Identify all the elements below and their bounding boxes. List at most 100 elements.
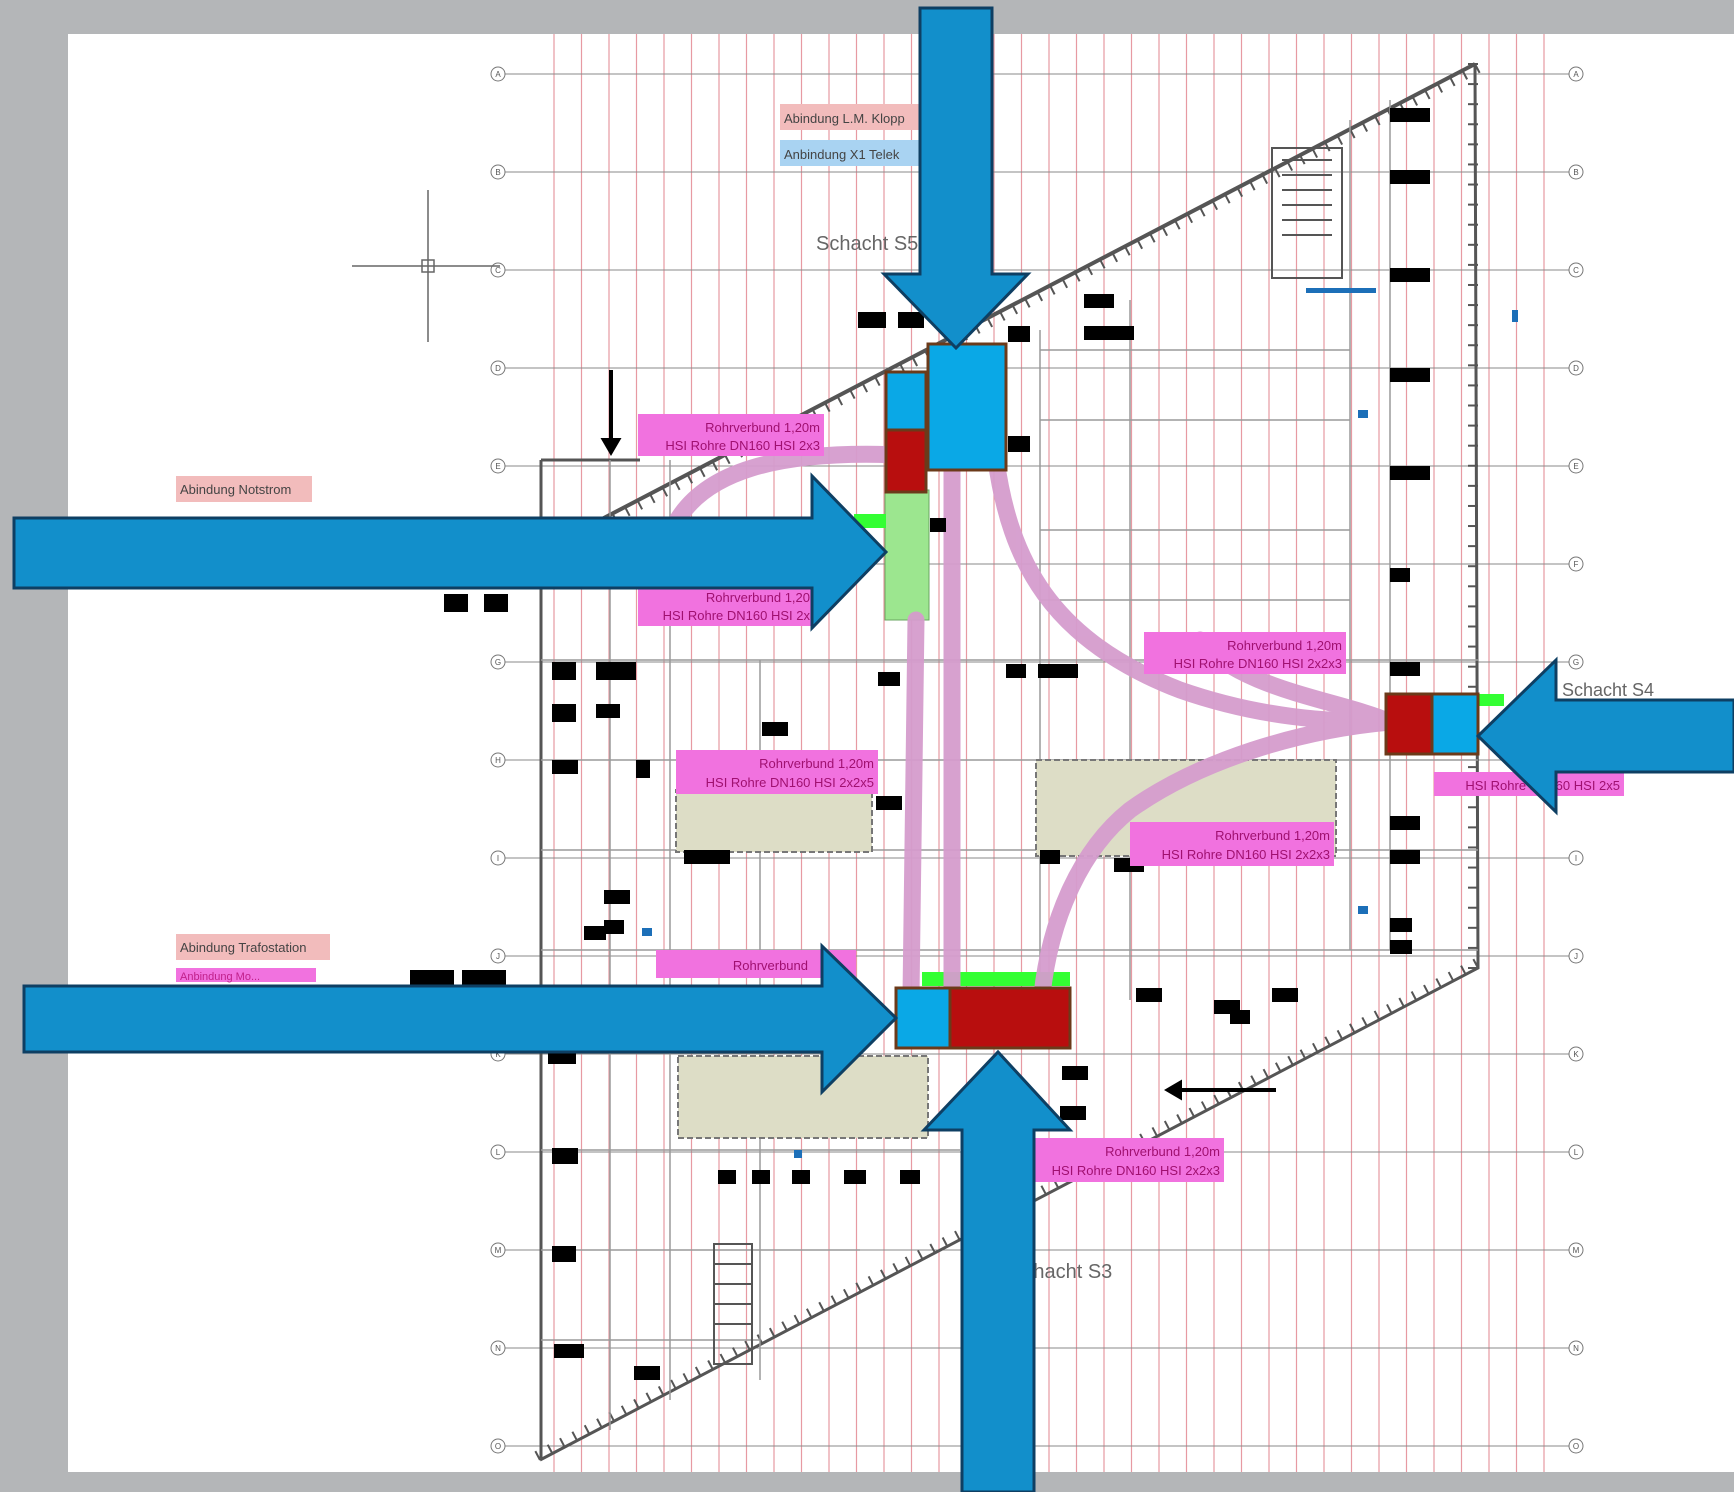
hatch-tick	[1211, 200, 1219, 211]
hatch-tick	[583, 1424, 591, 1435]
hatch-tick	[1186, 213, 1194, 224]
axis-label-right: J	[1574, 952, 1578, 961]
hatch-tick	[1349, 1023, 1356, 1034]
hatch-tick	[559, 1437, 566, 1448]
hatch-tick	[874, 376, 881, 387]
hatch-tick	[805, 1308, 813, 1319]
hatch-tick	[1398, 997, 1405, 1008]
hatch-tick	[1423, 984, 1430, 995]
stair-top	[1271, 147, 1343, 279]
shaft-label-s4: Schacht S4	[1562, 680, 1654, 700]
hatch-tick	[1436, 83, 1444, 93]
equipment-block	[1272, 988, 1298, 1002]
axis-bubble-right	[1568, 1144, 1584, 1160]
hatch-tick	[620, 1405, 628, 1416]
axis-label-left: C	[495, 266, 501, 275]
hatch-tick	[1036, 291, 1044, 302]
equipment-block	[1390, 662, 1420, 676]
hatch-tick	[707, 1360, 714, 1370]
equipment-block	[596, 662, 636, 680]
hatch-tick	[1213, 1094, 1220, 1105]
hatch-tick	[1176, 1114, 1183, 1124]
equipment-block	[858, 312, 886, 328]
equipment-block	[410, 970, 454, 986]
equipment-block	[554, 1344, 584, 1358]
axis-label-right: D	[1573, 364, 1579, 373]
equipment-block	[762, 722, 788, 736]
hatch-tick	[781, 1321, 788, 1331]
hatch-tick	[1086, 265, 1094, 276]
equipment-block	[1006, 664, 1026, 678]
hatch-tick	[1447, 971, 1455, 982]
equipment-block	[898, 312, 924, 328]
equipment-block	[1390, 466, 1430, 480]
axis-bubble-right	[1568, 1242, 1584, 1258]
axis-label-right: F	[1574, 560, 1579, 569]
hatch-tick	[546, 1444, 554, 1454]
equipment-block	[604, 890, 630, 904]
axis-label-right: E	[1573, 462, 1578, 471]
cad-crosshair	[352, 190, 500, 342]
hatch-tick	[1188, 1107, 1196, 1118]
pipe-label-4b: HSI Rohre DN160 HSI 2x2x5	[706, 775, 874, 790]
hatch-tick	[929, 1243, 936, 1254]
hatch-tick	[711, 460, 719, 471]
axis-label-left: K	[495, 1050, 501, 1059]
hatch-tick	[670, 1379, 677, 1390]
axis-bubble-left	[490, 164, 506, 180]
axis-bubble-left	[490, 1340, 506, 1356]
axis-label-left: H	[495, 756, 501, 765]
hatch-tick	[1262, 1068, 1270, 1079]
hatch-tick	[1161, 226, 1169, 237]
equipment-block	[552, 1148, 578, 1164]
axis-bubble-right	[1568, 948, 1584, 964]
hatch-tick	[633, 1398, 640, 1409]
hatch-tick	[793, 1314, 801, 1325]
hatch-tick	[1460, 965, 1467, 975]
legend-notstrom: Abindung Notstrom	[180, 482, 291, 497]
equipment-block	[552, 1246, 576, 1262]
equipment-block	[552, 760, 578, 774]
axis-bubble-right	[1568, 360, 1584, 376]
hatch-tick	[1286, 161, 1294, 172]
axis-bubble-left	[490, 458, 506, 474]
hatch-tick	[1199, 206, 1206, 217]
axis-bubble-left	[490, 654, 506, 670]
equipment-block	[604, 920, 624, 934]
axis-label-right: B	[1573, 168, 1578, 177]
axis-bubble-left	[490, 850, 506, 866]
axis-bubble-right	[1568, 1438, 1584, 1454]
shaft-label-s5: Schacht S5	[816, 233, 918, 255]
axis-label-right: M	[1573, 1246, 1580, 1255]
hatch-tick	[636, 499, 644, 510]
axis-label-left: B	[495, 168, 500, 177]
hatch-tick	[1287, 1055, 1294, 1066]
equipment-block	[552, 704, 576, 722]
hatch-tick	[1474, 63, 1481, 74]
axis-label-left: M	[495, 1246, 502, 1255]
equipment-blocks	[410, 108, 1430, 1380]
equipment-block	[1084, 326, 1134, 340]
pipe-label-2b: HSI Rohre DN160 HSI 2x	[663, 608, 811, 623]
hatch-tick	[649, 493, 656, 504]
hatch-tick	[1124, 245, 1131, 256]
box-top-blue-small	[884, 370, 928, 432]
equipment-block	[634, 1366, 660, 1380]
equipment-block	[636, 760, 650, 778]
axis-label-left: L	[496, 1148, 501, 1157]
equipment-block	[1390, 940, 1412, 954]
axis-bubble-right	[1568, 66, 1584, 82]
hatch-tick	[1111, 252, 1119, 263]
pipe-label-3a: Rohrverbund 1,20m	[1227, 638, 1342, 653]
hatch-tick	[1461, 70, 1469, 80]
equipment-block	[1062, 1066, 1088, 1080]
arrow-right-lower-left	[22, 942, 899, 1096]
hatch-tick	[571, 1431, 578, 1442]
hatch-tick	[1236, 187, 1244, 198]
axis-bubble-left	[490, 752, 506, 768]
hatch-tick	[843, 1288, 850, 1299]
hatch-tick	[534, 1450, 541, 1461]
hatch-tick	[596, 1418, 603, 1429]
equipment-block	[1038, 664, 1078, 678]
hatch-tick	[719, 1353, 727, 1364]
